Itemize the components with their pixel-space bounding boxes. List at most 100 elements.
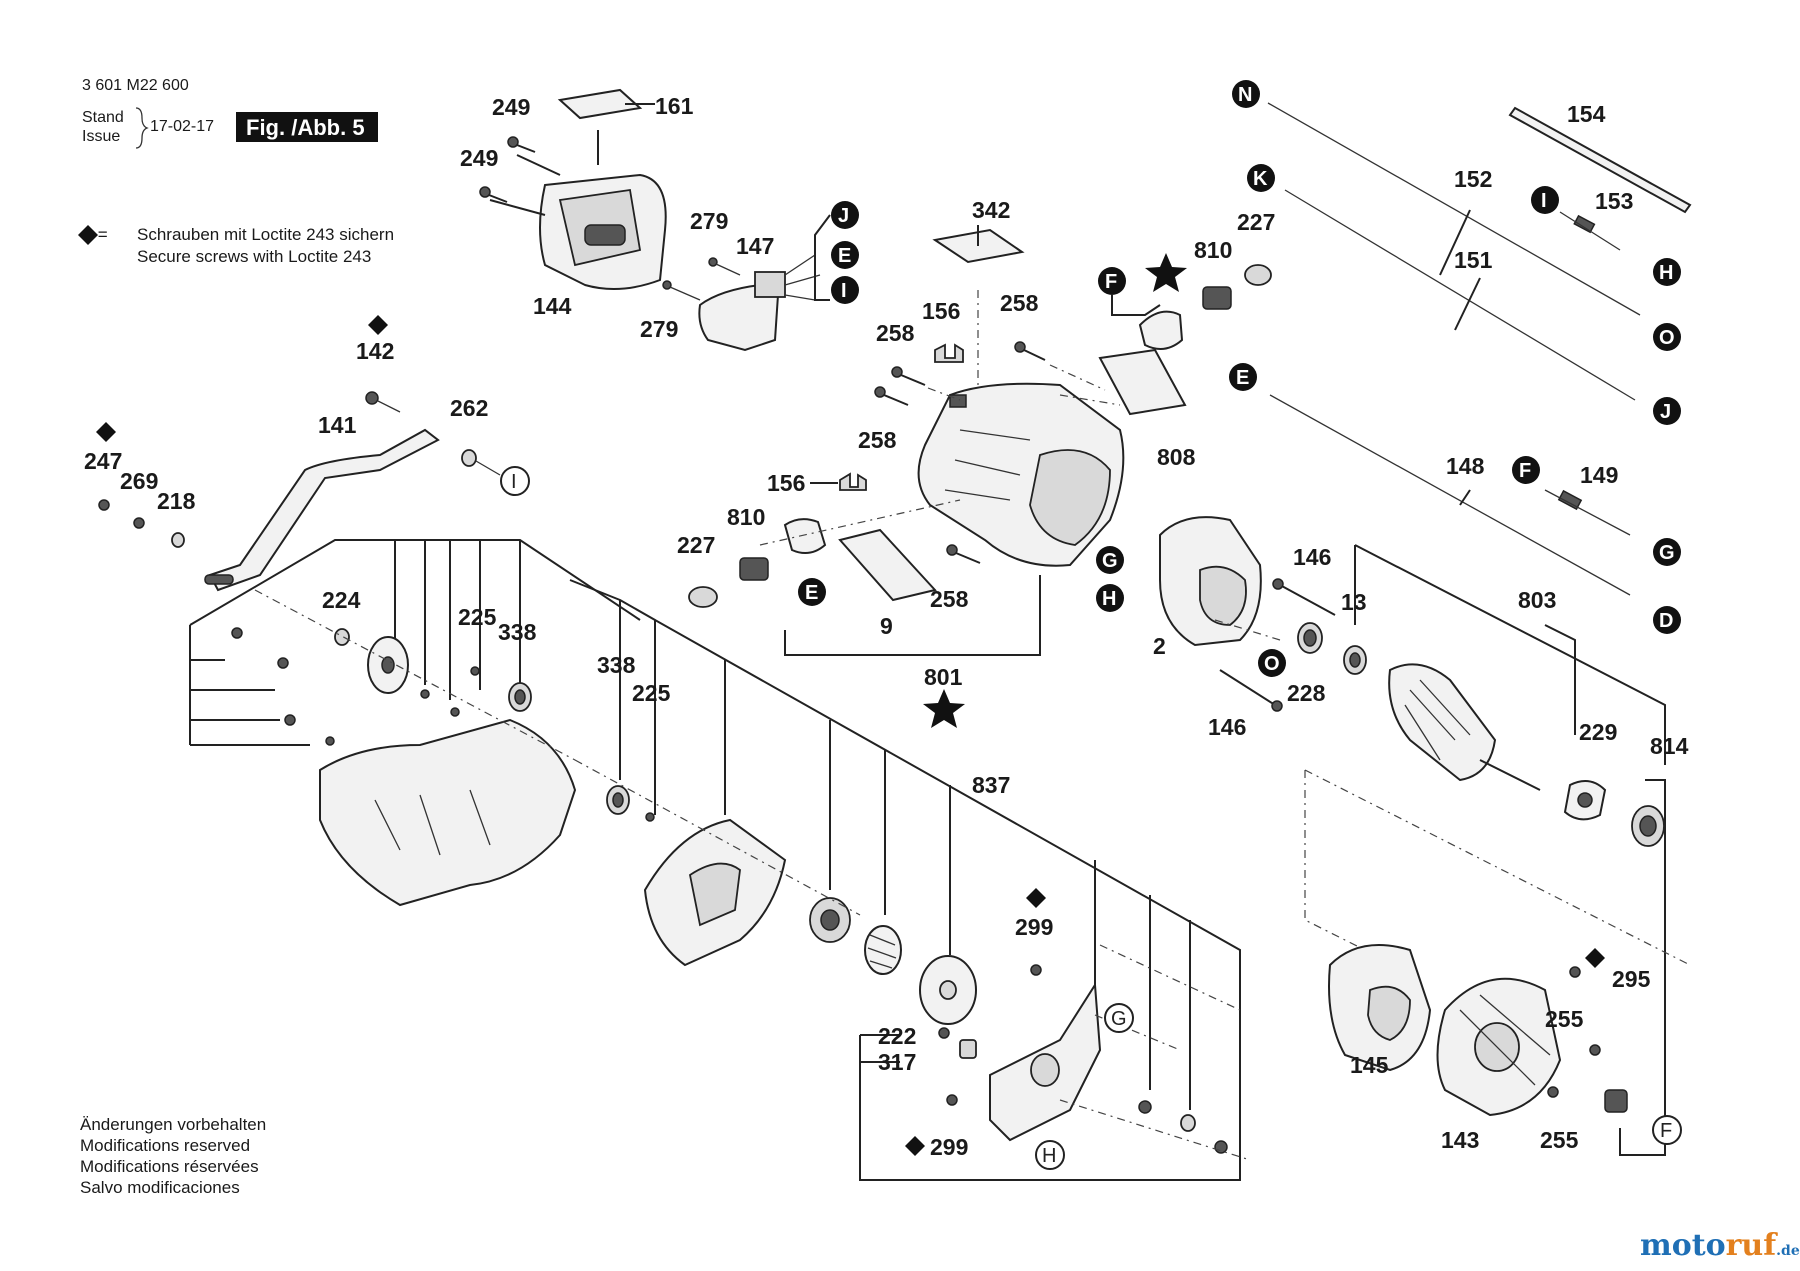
svg-text:H: H xyxy=(1659,262,1673,284)
marker-h-open: H xyxy=(1035,1140,1065,1170)
marker-j-top: J xyxy=(831,201,859,229)
label-144: 144 xyxy=(533,293,572,319)
svg-text:E: E xyxy=(1236,367,1249,389)
marker-f-right: F xyxy=(1512,456,1540,484)
screw-255-top xyxy=(1589,1044,1601,1056)
screw-249-top xyxy=(507,136,536,153)
guard-housing xyxy=(319,718,577,907)
screw-249-bottom xyxy=(479,186,508,203)
bearing-13 xyxy=(1343,645,1367,675)
marker-e-right: E xyxy=(1229,363,1257,391)
loctite-diamond-icon xyxy=(78,225,1605,1156)
label-9: 9 xyxy=(880,613,893,639)
svg-text:H: H xyxy=(1042,1145,1056,1167)
label-249-a: 249 xyxy=(492,94,530,120)
label-808 xyxy=(1059,348,1187,416)
svg-text:H: H xyxy=(1102,588,1116,610)
clip-156-left xyxy=(810,472,867,491)
label-810-left: 810 xyxy=(727,504,765,530)
watermark-part-1: moto xyxy=(1640,1228,1726,1263)
wire-148 xyxy=(1269,394,1631,596)
label-814: 814 xyxy=(1650,733,1689,759)
label-151: 151 xyxy=(1454,247,1493,273)
footer-line-4: Salvo modificaciones xyxy=(80,1178,240,1197)
screw-225-set xyxy=(231,627,655,822)
svg-text:I: I xyxy=(1541,190,1547,212)
cover-144-assembly xyxy=(489,130,667,290)
label-837: 837 xyxy=(972,772,1010,798)
svg-text:E: E xyxy=(805,582,818,604)
marker-i-top: I xyxy=(831,276,859,304)
label-222: 222 xyxy=(878,1023,916,1049)
label-146-b: 146 xyxy=(1208,714,1246,740)
washer-218 xyxy=(171,532,185,548)
label-249-b: 249 xyxy=(460,145,498,171)
screw-255-bottom xyxy=(1547,1086,1559,1098)
label-149: 149 xyxy=(1580,462,1618,488)
bearing-338-left xyxy=(508,682,532,712)
svg-text:I: I xyxy=(511,471,517,493)
marker-g-stator: G xyxy=(1096,546,1124,574)
label-145: 145 xyxy=(1350,1052,1389,1078)
label-258-d: 258 xyxy=(930,586,969,612)
label-142: 142 xyxy=(356,338,394,364)
svg-text:F: F xyxy=(1660,1120,1672,1142)
bracket-801 xyxy=(784,575,1041,656)
label-342 xyxy=(932,225,1025,264)
label-338-a: 338 xyxy=(498,619,537,645)
label-803: 803 xyxy=(1518,587,1556,613)
label-229: 229 xyxy=(1579,719,1617,745)
footer-line-1: Änderungen vorbehalten xyxy=(80,1115,266,1134)
label-225-b: 225 xyxy=(632,680,671,706)
clip-156-top xyxy=(934,343,964,363)
screw-146-bottom xyxy=(1219,669,1283,712)
seal-229 xyxy=(1563,780,1607,821)
wire-152 xyxy=(1267,102,1641,316)
brush-holder-810-left xyxy=(783,518,827,555)
watermark-part-3: .de xyxy=(1776,1243,1800,1259)
label-228: 228 xyxy=(1287,680,1326,706)
svg-text:motoruf.de: motoruf.de xyxy=(1640,1228,1800,1263)
carbon-brush-810-right xyxy=(1202,286,1232,310)
carbon-brush-810-left xyxy=(739,557,769,581)
svg-text:G: G xyxy=(1659,542,1675,564)
nut-247 xyxy=(98,499,110,511)
label-258-a: 258 xyxy=(1000,290,1039,316)
svg-text:G: G xyxy=(1111,1008,1127,1030)
label-161: 161 xyxy=(655,93,694,119)
part-labels: 249 249 161 144 279 279 147 342 156 258 … xyxy=(84,93,1689,1160)
end-shield-143 xyxy=(1436,977,1562,1117)
svg-text:O: O xyxy=(1659,327,1675,349)
label-224: 224 xyxy=(322,587,361,613)
label-247: 247 xyxy=(84,448,122,474)
marker-e-top: E xyxy=(831,241,859,269)
svg-text:F: F xyxy=(1105,271,1117,293)
svg-text:J: J xyxy=(838,205,849,227)
label-152: 152 xyxy=(1454,166,1492,192)
svg-text:G: G xyxy=(1102,550,1118,572)
center-lines xyxy=(254,499,1281,1161)
marker-g-open: G xyxy=(1104,1003,1134,1033)
label-146-a: 146 xyxy=(1293,544,1331,570)
issue-label: Issue xyxy=(82,128,120,145)
svg-text:J: J xyxy=(1660,401,1671,423)
label-342: 342 xyxy=(972,197,1010,223)
label-161 xyxy=(557,88,655,120)
marker-j-right: J xyxy=(1653,397,1681,425)
fan-145 xyxy=(1328,944,1432,1072)
screw-146-top xyxy=(1272,578,1336,616)
marker-o-stator: O xyxy=(1258,649,1286,677)
bracket-837 xyxy=(569,579,1241,1181)
bearing-814 xyxy=(1304,769,1691,1156)
bracket-222-317 xyxy=(860,1034,900,1063)
doc-number: 3 601 M22 600 xyxy=(82,77,189,94)
spacer-ring xyxy=(809,897,851,943)
switch-147 xyxy=(662,214,831,352)
marker-g-right: G xyxy=(1653,538,1681,566)
label-801: 801 xyxy=(924,664,963,690)
motor-housing-801 xyxy=(917,382,1125,567)
label-262: 262 xyxy=(450,395,488,421)
marker-h-stator: H xyxy=(1096,584,1124,612)
rod-154 xyxy=(1508,106,1692,214)
screw-142 xyxy=(365,391,401,413)
